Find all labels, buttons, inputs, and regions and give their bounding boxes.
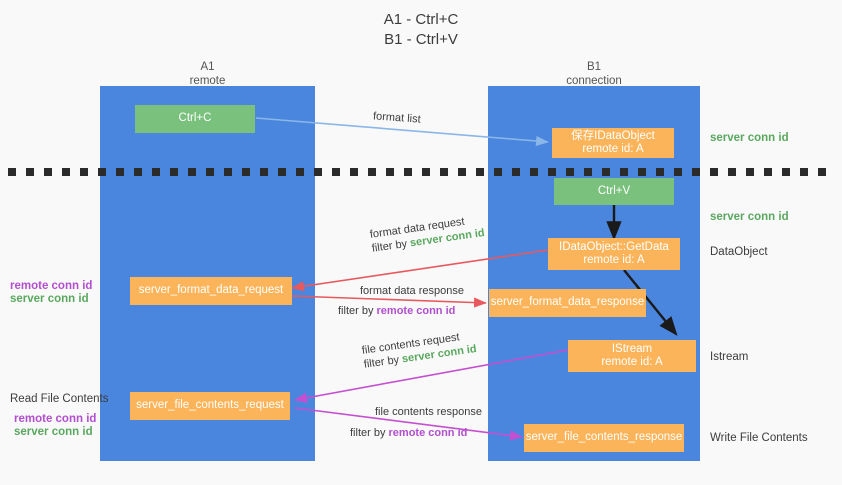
node-server-file-contents-request-label: server_file_contents_request <box>136 399 284 412</box>
lane-header-b1: B1 connection <box>488 60 700 88</box>
edge-label-file-contents-request: file contents request filter by server c… <box>361 328 478 372</box>
node-idataobject-getdata-line-1: IDataObject::GetData <box>559 240 669 253</box>
annotation-write-file-contents: Write File Contents <box>710 432 808 444</box>
node-server-file-contents-response[interactable]: server_file_contents_response <box>524 424 684 452</box>
annotation-istream: Istream <box>710 351 749 363</box>
edge-label-format-data-response-line-2: filter by remote conn id <box>338 304 464 318</box>
annotation-left-format-remote-conn-id: remote conn id <box>10 280 93 292</box>
title-line-1: A1 - Ctrl+C <box>383 11 459 28</box>
title-line-2: B1 - Ctrl+V <box>384 31 458 48</box>
annotation-dataobject: DataObject <box>710 246 768 258</box>
edge-label-file-contents-response-line-2: filter by remote conn id <box>350 426 482 440</box>
lane-header-b1-name: B1 <box>586 61 602 73</box>
node-save-idataobject-line-1: 保存IDataObject <box>571 129 655 142</box>
node-istream[interactable]: IStream remote id: A <box>568 340 696 372</box>
edge-label-format-list: format list <box>373 109 422 126</box>
edge-label-file-contents-response: file contents response filter by remote … <box>350 405 483 440</box>
node-server-format-data-request-label: server_format_data_request <box>138 284 284 297</box>
lane-header-a1-role: remote <box>189 75 226 87</box>
edge-label-format-data-response-line-1: format data response <box>360 285 464 297</box>
edge-label-format-data-response-key: remote conn id <box>376 305 456 317</box>
node-save-idataobject-line-2: remote id: A <box>582 143 644 155</box>
node-save-idataobject[interactable]: 保存IDataObject remote id: A <box>552 128 674 158</box>
diagram-title: A1 - Ctrl+C B1 - Ctrl+V <box>0 10 842 50</box>
node-server-file-contents-request[interactable]: server_file_contents_request <box>130 392 290 420</box>
annotation-left-file-server-conn-id: server conn id <box>14 426 93 438</box>
lane-header-b1-role: connection <box>566 75 622 87</box>
annotation-read-file-contents: Read File Contents <box>10 393 109 405</box>
edge-label-format-list-text: format list <box>372 110 422 126</box>
edge-label-format-data-response: format data response filter by remote co… <box>338 284 464 318</box>
edge-label-file-contents-response-key: remote conn id <box>388 427 468 439</box>
node-ctrl-c[interactable]: Ctrl+C <box>135 105 255 133</box>
node-istream-line-2: remote id: A <box>601 356 663 368</box>
edge-label-file-contents-response-prefix: filter by <box>350 427 389 439</box>
node-server-format-data-request[interactable]: server_format_data_request <box>130 277 292 305</box>
node-server-format-data-response-label: server_format_data_response <box>490 296 645 309</box>
edge-label-format-data-request-prefix: filter by <box>371 237 411 255</box>
annotation-server-conn-id-second: server conn id <box>710 211 789 223</box>
annotation-left-file-remote-conn-id: remote conn id <box>14 413 97 425</box>
edge-label-file-contents-response-line-1: file contents response <box>375 406 483 418</box>
node-server-format-data-response[interactable]: server_format_data_response <box>489 289 646 317</box>
edge-label-file-contents-request-prefix: filter by <box>363 353 403 371</box>
node-ctrl-v[interactable]: Ctrl+V <box>554 178 674 205</box>
annotation-left-format-server-conn-id: server conn id <box>10 293 89 305</box>
lane-header-a1: A1 remote <box>100 60 315 88</box>
lane-header-a1-name: A1 <box>200 61 215 73</box>
node-ctrl-v-label: Ctrl+V <box>597 184 631 197</box>
node-istream-line-1: IStream <box>611 342 653 355</box>
edge-label-format-data-response-prefix: filter by <box>338 305 377 317</box>
node-idataobject-getdata-line-2: remote id: A <box>583 254 645 266</box>
node-idataobject-getdata[interactable]: IDataObject::GetData remote id: A <box>548 238 680 270</box>
node-ctrl-c-label: Ctrl+C <box>178 112 212 125</box>
annotation-server-conn-id-top: server conn id <box>710 132 789 144</box>
node-server-file-contents-response-label: server_file_contents_response <box>525 431 683 444</box>
edge-label-format-data-request: format data request filter by server con… <box>369 212 486 256</box>
